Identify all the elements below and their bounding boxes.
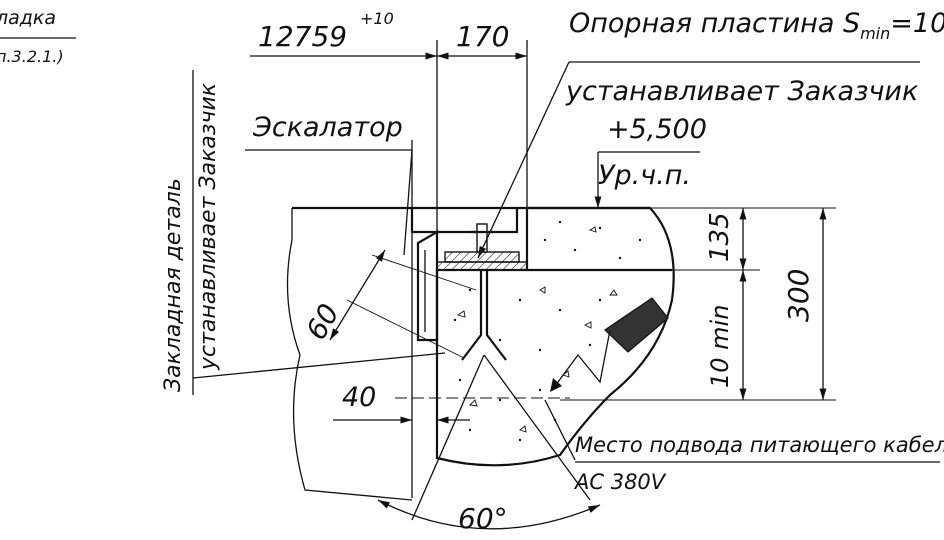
escalator-support-angle bbox=[410, 208, 519, 234]
floor-level-label: Ур.ч.п. bbox=[598, 160, 691, 191]
escalator-leader bbox=[403, 149, 413, 256]
dim-40-text: 40 bbox=[342, 382, 376, 413]
embed-angle-profile bbox=[416, 230, 439, 342]
dim-60-line bbox=[329, 249, 386, 341]
corner-note-line2: п.3.2.1.) bbox=[0, 47, 64, 66]
embed-leader bbox=[192, 352, 446, 379]
cable-arrow bbox=[554, 329, 611, 387]
concrete-slab-outline bbox=[435, 206, 675, 467]
dim-170-text: 170 bbox=[456, 20, 509, 53]
dim-60-ext-b bbox=[346, 299, 465, 359]
cable-place-label: Место подвода питающего кабеля bbox=[575, 433, 944, 457]
escalator-label: Эскалатор bbox=[252, 112, 403, 143]
cable-leader bbox=[544, 399, 576, 461]
cable-symbol bbox=[604, 297, 669, 353]
corner-note-line1: ладка bbox=[0, 7, 56, 29]
embed-part-label: Закладная деталь bbox=[161, 178, 186, 392]
dim-min-text: 10 min bbox=[706, 305, 734, 388]
dim-60-ext-a bbox=[371, 254, 477, 291]
installs-by-customer-label: устанавливает Заказчик bbox=[565, 76, 919, 107]
anchor-bolt bbox=[476, 223, 488, 253]
angle-ray-left bbox=[411, 354, 485, 521]
plate-leader bbox=[477, 61, 570, 259]
escalator-truss-outline bbox=[286, 208, 413, 501]
dim-60-text: 60 bbox=[299, 298, 345, 345]
plate-label: Опорная пластина Smin=10 bbox=[569, 8, 944, 43]
dim-135-text: 135 bbox=[705, 212, 735, 262]
elevation-label: +5,500 bbox=[607, 114, 707, 145]
support-plate-lower bbox=[436, 261, 528, 271]
cable-arrow-head bbox=[550, 378, 562, 392]
angle-text: 60° bbox=[458, 502, 508, 535]
voltage-label: AC 380V bbox=[573, 470, 667, 494]
support-plate bbox=[444, 251, 520, 263]
embed-installs-label: устанавливает Заказчик bbox=[196, 82, 221, 371]
concrete-aggregate bbox=[456, 226, 618, 433]
angle-arc bbox=[377, 499, 601, 530]
angle-ray-right bbox=[483, 354, 591, 501]
embedded-anchor bbox=[461, 270, 507, 361]
dim-12759-tolerance: +10 bbox=[360, 9, 394, 28]
dim-300-text: 300 bbox=[782, 269, 815, 322]
dim-12759-text: 12759 bbox=[258, 20, 347, 53]
